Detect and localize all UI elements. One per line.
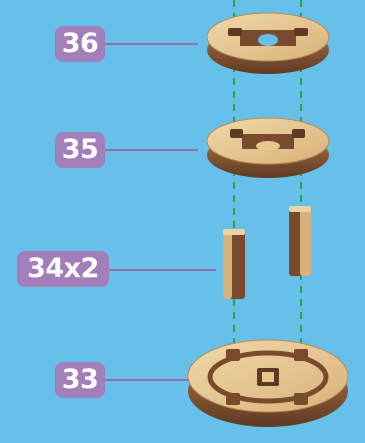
part-label-36: 36 xyxy=(55,26,105,62)
part-label-33: 33 xyxy=(55,362,105,398)
leader-line-35 xyxy=(102,149,198,151)
part-33-disc xyxy=(188,340,348,427)
part-35-disc xyxy=(207,118,329,178)
part-36-disc xyxy=(207,13,329,74)
leader-line-36 xyxy=(102,43,198,45)
part-34-block-right xyxy=(289,206,311,276)
part-34-blocks xyxy=(223,206,311,299)
leader-line-34 xyxy=(108,269,216,271)
part-label-35: 35 xyxy=(55,132,105,168)
leader-line-33 xyxy=(102,379,188,381)
part-34-block-left xyxy=(223,229,245,299)
part-label-34x2: 34x2 xyxy=(17,251,109,287)
